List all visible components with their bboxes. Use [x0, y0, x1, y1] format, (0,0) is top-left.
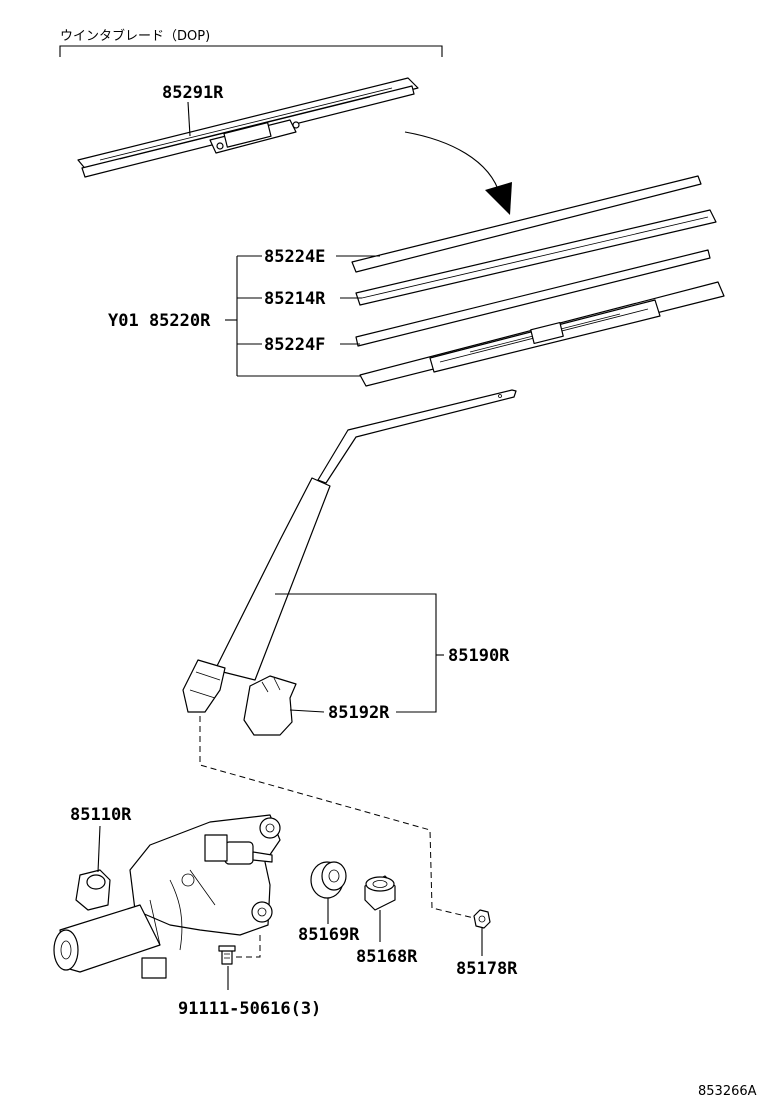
arm-cap-85192r[interactable]: [243, 675, 297, 736]
bolt-91111-50616[interactable]: [218, 945, 236, 965]
label-85192r[interactable]: 85192R: [328, 703, 390, 723]
dop-caption: ウインタブレード（DOP): [60, 28, 210, 44]
seal-85169r[interactable]: [310, 861, 347, 899]
winter-blade-dop[interactable]: [77, 77, 419, 178]
cushion-85168r[interactable]: [364, 875, 396, 911]
label-85224e[interactable]: 85224E: [264, 247, 325, 267]
label-91111-50616[interactable]: 91111-50616(3): [178, 999, 321, 1019]
leader-85291r: [187, 101, 191, 137]
label-85178r[interactable]: 85178R: [456, 959, 518, 979]
label-85169r[interactable]: 85169R: [298, 925, 360, 945]
wiper-motor-85110r[interactable]: [53, 814, 281, 979]
label-85291r[interactable]: 85291R: [162, 83, 224, 103]
label-85190r[interactable]: 85190R: [448, 646, 510, 666]
assembly-alignment-line: [199, 716, 475, 919]
replacement-arrow: [404, 131, 512, 215]
rubber-85224f[interactable]: [355, 249, 711, 347]
label-85220r[interactable]: Y01 85220R: [108, 311, 211, 331]
rubber-85214r[interactable]: [355, 209, 717, 306]
wiper-blade-assembly[interactable]: [359, 281, 725, 387]
dop-bracket: [59, 45, 443, 57]
diagram-code: 853266A: [698, 1084, 757, 1099]
bracket-85190r: [275, 593, 437, 713]
label-85168r[interactable]: 85168R: [356, 947, 418, 967]
wiper-arm[interactable]: [182, 389, 517, 713]
label-85214r[interactable]: 85214R: [264, 289, 326, 309]
rubber-85224e[interactable]: [351, 175, 702, 273]
nut-85178r[interactable]: [473, 909, 491, 929]
label-85110r[interactable]: 85110R: [70, 805, 132, 825]
label-85224f[interactable]: 85224F: [264, 335, 325, 355]
